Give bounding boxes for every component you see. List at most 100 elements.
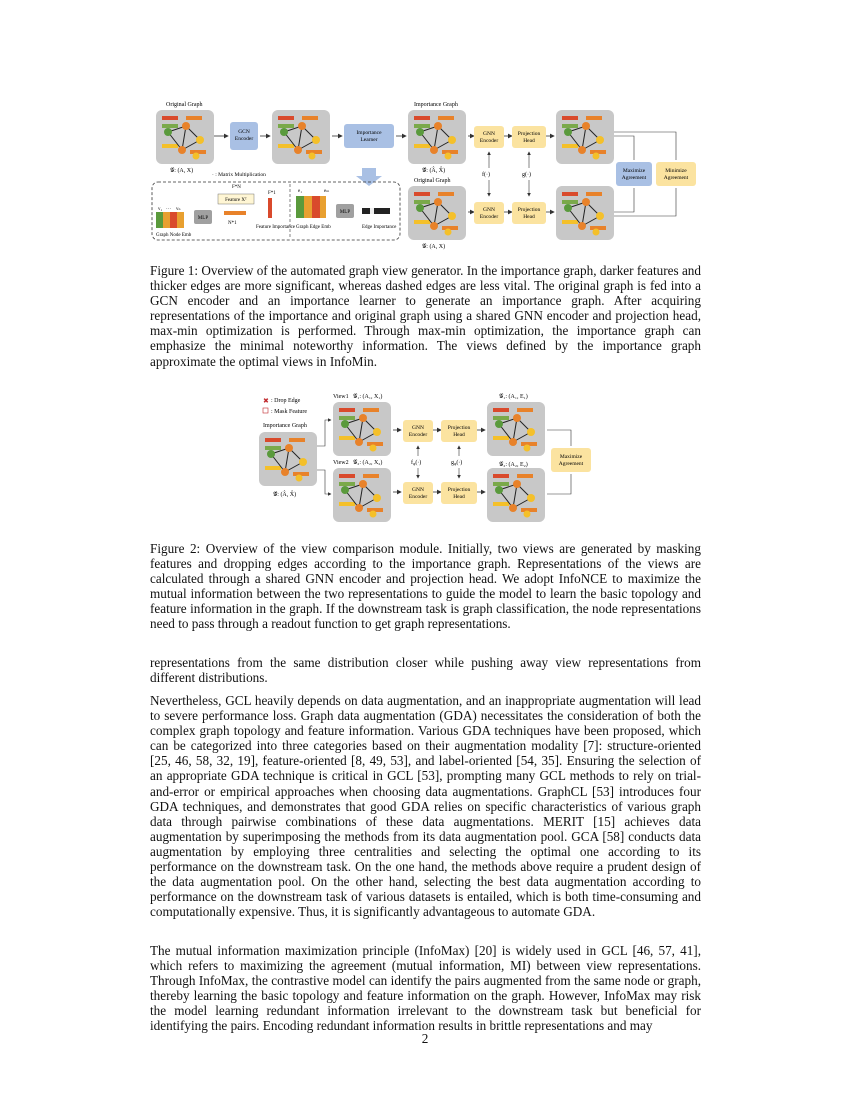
body-paragraph-3: The mutual information maximization prin… xyxy=(150,943,701,1034)
fig1-gcn-encoder-box xyxy=(230,122,258,150)
fig2-drop-edge-icon: ✖ xyxy=(263,397,269,405)
fig1-gnn-encoder-bottom-label: GNN xyxy=(483,207,495,213)
fig2-projection-head-bottom-label2: Head xyxy=(453,494,465,500)
fig2-gnn-encoder-top-label: GNN xyxy=(412,425,424,431)
body-paragraph-2: Nevertheless, GCL heavily depends on dat… xyxy=(150,693,701,920)
fig1-feature-xt: Feature Xᵀ xyxy=(225,197,247,203)
fig1-g-ax-label: 𝒢: (A, X) xyxy=(170,167,193,174)
figure-1-caption: Figure 1: Overview of the automated grap… xyxy=(150,263,701,369)
fig1-fx1: F*1 xyxy=(268,191,276,196)
fig1-importance-learner-box xyxy=(344,124,394,148)
fig1-importance-graph xyxy=(407,109,467,165)
figure-2-caption: Figure 2: Overview of the view compariso… xyxy=(150,541,701,632)
fig2-importance-graph xyxy=(258,431,318,487)
body-paragraph-1: representations from the same distributi… xyxy=(150,655,701,686)
fig1-graph-node-emb: Graph Node Emb xyxy=(156,233,192,238)
fig1-mlp-box xyxy=(194,210,212,224)
fig1-feature-importance: Feature Importance xyxy=(256,225,296,230)
fig1-g-func: g(·) xyxy=(522,171,531,178)
fig2-view2-graph xyxy=(332,467,392,523)
fig1-importance-graph-label: Importance Graph xyxy=(414,102,458,108)
fig2-g-func: gφ(·) xyxy=(451,459,462,466)
fig1-minimize-agreement-label2: Agreement xyxy=(664,175,689,181)
fig2-mask-feature: : Mask Feature xyxy=(271,409,307,415)
fig2-view2: View2 xyxy=(333,460,349,466)
fig1-gnn-encoder-bottom-label2: Encoder xyxy=(480,214,498,220)
fig2-drop-edge: : Drop Edge xyxy=(271,398,301,404)
fig2-gnn-encoder-bottom-label: GNN xyxy=(412,487,424,493)
fig1-maximize-agreement-box xyxy=(616,162,652,186)
fig1-maximize-agreement-label: Maximize xyxy=(623,168,646,174)
fig1-matrix-mult-label: · : Matrix Multiplication xyxy=(212,172,266,178)
fig2-out2: 𝒢₂: (A₂, E₂) xyxy=(499,461,528,468)
fig2-maximize-agreement-box xyxy=(551,448,591,472)
fig1-encoded-graph xyxy=(271,109,331,165)
fig1-projection-head-top xyxy=(512,126,546,148)
fig1-mlp-box-2 xyxy=(336,204,354,218)
fig1-gnn-encoder-top xyxy=(474,126,504,148)
fig2-projection-head-top-label2: Head xyxy=(453,432,465,438)
fig1-mlp-label: MLP xyxy=(198,216,209,221)
fig2-projection-head-top-label: Projection xyxy=(448,425,471,431)
figure-2: ✖ : Drop Edge : Mask Feature Importance … xyxy=(258,393,591,523)
fig1-f-func: f(·) xyxy=(482,171,490,178)
fig1-projection-head-bottom-label: Projection xyxy=(518,207,541,213)
fig1-mlp-label-2: MLP xyxy=(340,210,351,215)
fig1-detail-box xyxy=(151,181,401,241)
fig1-feature-xt-box xyxy=(217,193,255,205)
fig1-output-graph-bottom xyxy=(555,185,615,241)
fig2-projection-head-bottom xyxy=(441,482,477,504)
fig1-gcn-encoder-label2: Encoder xyxy=(235,136,253,142)
fig2-g-hat: 𝒢̂: (Â, X̂) xyxy=(273,490,296,498)
fig2-gnn-encoder-bottom-label2: Encoder xyxy=(409,494,427,500)
fig1-original-graph-2 xyxy=(407,185,467,241)
fig2-view1: View1 xyxy=(333,394,349,400)
fig1-fxn: F*N xyxy=(232,185,241,190)
fig1-gnn-encoder-bottom xyxy=(474,202,504,224)
fig1-g-hat-label: 𝒢̂: (Â, X̂) xyxy=(422,166,445,174)
fig2-view2-sym: 𝒢₂: (A₂, X₂) xyxy=(353,459,382,466)
fig1-gcn-encoder-label: GCN xyxy=(238,129,250,135)
fig1-graph-edge-emb: Graph Edge Emb xyxy=(296,225,331,230)
fig1-maximize-agreement-label2: Agreement xyxy=(622,175,647,181)
fig2-gnn-encoder-bottom xyxy=(403,482,433,504)
fig1-dots: ··· xyxy=(166,207,171,212)
fig2-gnn-encoder-top xyxy=(403,420,433,442)
fig2-mask-feature-icon xyxy=(262,407,269,414)
fig1-output-graph-top xyxy=(555,109,615,165)
fig2-gnn-encoder-top-label2: Encoder xyxy=(409,432,427,438)
fig2-importance-graph-label: Importance Graph xyxy=(263,423,307,429)
fig1-gnn-encoder-top-label: GNN xyxy=(483,131,495,137)
fig1-em: eₘ xyxy=(324,189,329,194)
fig2-f-func: fφ(·) xyxy=(411,459,421,466)
fig2-maximize-agreement-label: Maximize xyxy=(560,454,583,460)
fig1-importance-learner-label2: Learner xyxy=(360,137,377,143)
fig1-v1: v₁ xyxy=(158,207,163,212)
fig1-projection-head-top-label2: Head xyxy=(523,138,535,144)
page-number: 2 xyxy=(421,1031,429,1046)
fig1-nx1: N*1 xyxy=(228,221,237,226)
fig2-output-graph-top xyxy=(486,401,546,457)
figure-1: Original Graph 𝒢: (A, X) GCN Encoder Imp… xyxy=(151,102,696,250)
fig1-g-ax-label-2: 𝒢: (A, X) xyxy=(422,243,445,250)
fig2-output-graph-bottom xyxy=(486,467,546,523)
fig1-edge-importance: Edge Importance xyxy=(362,225,397,230)
fig1-e1: e₁ xyxy=(298,189,302,194)
fig1-projection-head-bottom-label2: Head xyxy=(523,214,535,220)
fig1-minimize-agreement-box xyxy=(656,162,696,186)
fig2-view1-graph xyxy=(332,401,392,457)
fig1-projection-head-bottom xyxy=(512,202,546,224)
fig2-out1: 𝒢₁: (A₁, E₁) xyxy=(499,393,528,400)
fig1-vn: vₙ xyxy=(176,207,181,212)
fig1-projection-head-top-label: Projection xyxy=(518,131,541,137)
fig1-original-graph-label: Original Graph xyxy=(166,102,203,108)
fig2-projection-head-top xyxy=(441,420,477,442)
fig1-gnn-encoder-top-label2: Encoder xyxy=(480,138,498,144)
fig1-original-graph xyxy=(155,109,215,165)
fig1-minimize-agreement-label: Minimize xyxy=(665,168,687,174)
fig2-projection-head-bottom-label: Projection xyxy=(448,487,471,493)
fig1-importance-learner-label: Importance xyxy=(356,130,382,136)
fig2-view1-sym: 𝒢₁: (A₁, X₁) xyxy=(353,393,382,400)
fig1-original-graph-label-2: Original Graph xyxy=(414,178,451,184)
fig2-maximize-agreement-label2: Agreement xyxy=(559,461,584,467)
